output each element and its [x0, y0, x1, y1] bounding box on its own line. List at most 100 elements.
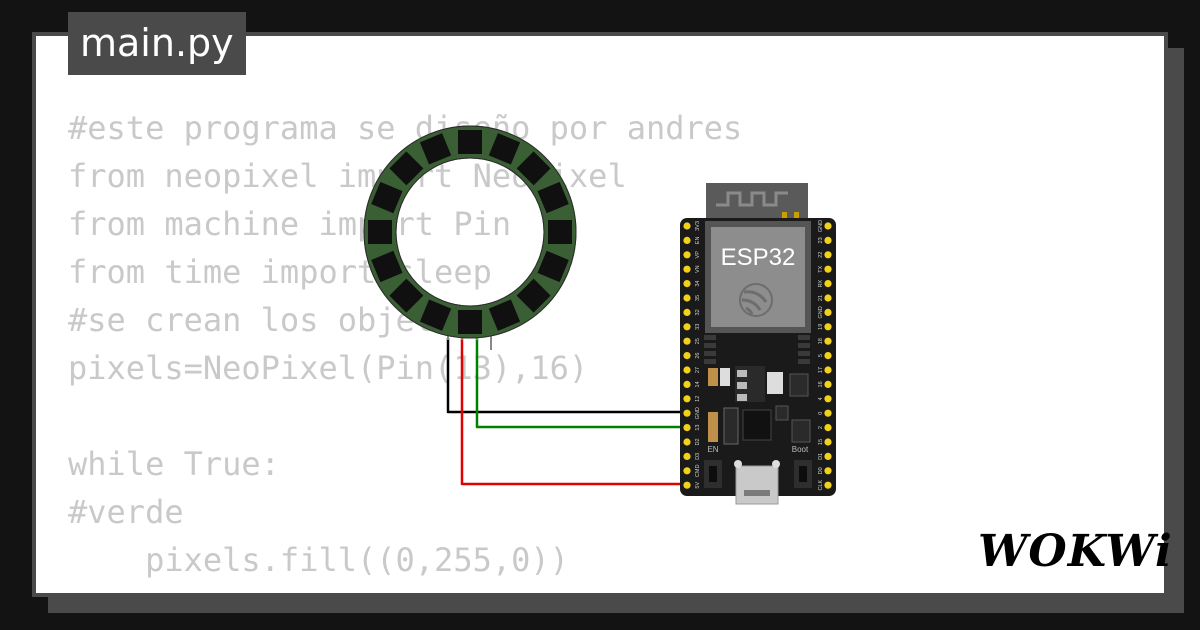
wire-data[interactable]	[475, 338, 684, 429]
code-line: pixels.fill((0,255,0))	[68, 541, 569, 579]
file-tab: main.py	[68, 12, 246, 75]
pin-label: 15	[818, 439, 824, 445]
pin-label: 5	[818, 354, 824, 357]
pin-pad[interactable]	[824, 438, 832, 446]
pin-pad[interactable]	[683, 409, 691, 417]
neopixel-led	[488, 133, 521, 165]
pin-label: 33	[695, 324, 701, 330]
pin-label: 18	[818, 338, 824, 344]
neopixel-led	[516, 278, 551, 313]
pin-label: 19	[818, 324, 824, 330]
pin-pad[interactable]	[683, 251, 691, 259]
pin-pad[interactable]	[683, 424, 691, 432]
pin-pad[interactable]	[683, 222, 691, 230]
pin-pad[interactable]	[824, 251, 832, 259]
pin-pad[interactable]	[824, 280, 832, 288]
pin-pad[interactable]	[824, 409, 832, 417]
pin-label: 21	[818, 295, 824, 301]
wire-vcc[interactable]	[460, 338, 684, 486]
pin-label: 35	[695, 295, 701, 301]
neopixel-led	[488, 299, 521, 331]
pin-pad[interactable]	[683, 323, 691, 331]
pin-pad[interactable]	[824, 308, 832, 316]
pin-pad[interactable]	[683, 337, 691, 345]
pin-pad[interactable]	[824, 352, 832, 360]
neopixel-led	[389, 151, 424, 186]
usb-port[interactable]	[734, 460, 780, 505]
pin-pad[interactable]	[683, 265, 691, 273]
pin-pad[interactable]	[824, 395, 832, 403]
pin-pad[interactable]	[824, 337, 832, 345]
pin-pad[interactable]	[824, 294, 832, 302]
code-line: #verde	[68, 493, 184, 531]
neopixel-led	[458, 130, 482, 154]
pin-label: 34	[695, 281, 701, 287]
pin-pad[interactable]	[683, 438, 691, 446]
pin-label: D3	[695, 453, 701, 460]
neopixel-led	[419, 133, 452, 165]
pin-label: 14	[695, 381, 701, 387]
neopixel-led	[371, 250, 403, 283]
pin-label: 2	[818, 426, 824, 429]
wokwi-logo: WOKWi	[978, 526, 1173, 577]
pin-label: CMD	[695, 465, 701, 478]
pin-label: TX	[818, 265, 824, 272]
boot-button[interactable]	[794, 460, 812, 488]
neopixel-led	[537, 250, 569, 283]
pin-pad[interactable]	[683, 352, 691, 360]
pin-pad[interactable]	[683, 380, 691, 388]
en-label: EN	[707, 445, 718, 454]
pin-pad[interactable]	[683, 481, 691, 489]
pin-label: D0	[818, 467, 824, 474]
code-line: pixels=NeoPixel(Pin(13),16)	[68, 349, 589, 387]
pin-pad[interactable]	[824, 424, 832, 432]
pin-label: 26	[695, 353, 701, 359]
en-button[interactable]	[704, 460, 722, 488]
neopixel-led	[371, 181, 403, 214]
pin-pad[interactable]	[683, 467, 691, 475]
pin-pad[interactable]	[824, 467, 832, 475]
wire-gnd[interactable]	[446, 338, 684, 414]
pin-label: 13	[695, 425, 701, 431]
pin-pad[interactable]	[824, 265, 832, 273]
pin-pad[interactable]	[683, 308, 691, 316]
pin-label: 3V3	[695, 221, 701, 231]
pin-pad[interactable]	[683, 280, 691, 288]
neopixel-led	[458, 310, 482, 334]
left-pin-header: 3V3ENVPVN343532332526271412GND13D2D3CMD5…	[683, 221, 701, 489]
pin-pad[interactable]	[683, 236, 691, 244]
pin-label: 12	[695, 396, 701, 402]
usb-uart-chip	[742, 409, 772, 441]
pin-pad[interactable]	[824, 452, 832, 460]
pin-pad[interactable]	[824, 222, 832, 230]
pin-pad[interactable]	[683, 366, 691, 374]
pin-label: VN	[695, 265, 701, 273]
pin-label: 5V	[695, 482, 701, 489]
pin-pad[interactable]	[824, 366, 832, 374]
pin-pad[interactable]	[824, 481, 832, 489]
esp32-board[interactable]: ESP32 EN Boot	[680, 183, 836, 505]
pin-label: 27	[695, 367, 701, 373]
pin-label: D2	[695, 438, 701, 445]
pin-label: 23	[818, 237, 824, 243]
neopixel-led	[537, 181, 569, 214]
chip-label: ESP32	[721, 244, 796, 271]
neopixel-led	[368, 220, 392, 244]
pin-pad[interactable]	[824, 236, 832, 244]
pin-pad[interactable]	[824, 323, 832, 331]
pin-pad[interactable]	[824, 380, 832, 388]
pin-pad[interactable]	[683, 294, 691, 302]
pin-label: 25	[695, 338, 701, 344]
pin-label: 16	[818, 381, 824, 387]
neopixel-led	[548, 220, 572, 244]
neopixel-ring[interactable]	[363, 125, 577, 350]
pin-pad[interactable]	[683, 452, 691, 460]
code-line: #este programa se diseño por andres	[68, 109, 743, 147]
neopixel-led	[419, 299, 452, 331]
pin-label: GND	[695, 407, 701, 419]
pin-pad[interactable]	[683, 395, 691, 403]
code-line: pixels.write()	[68, 584, 742, 593]
